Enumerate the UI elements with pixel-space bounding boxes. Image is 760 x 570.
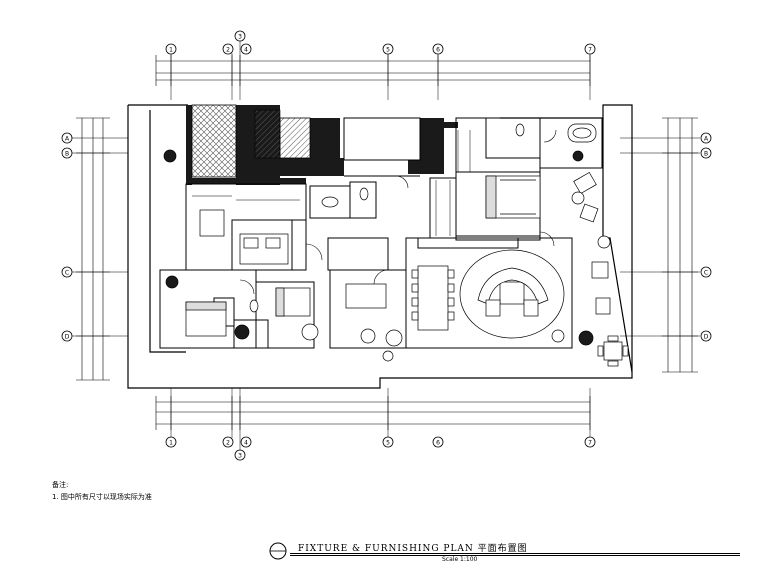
axis-bubble-top-4 [240, 43, 252, 55]
title-marker-icon [269, 542, 287, 560]
axis-bubble-top-5 [382, 43, 394, 55]
dining-chairs [411, 269, 455, 321]
axis-label-top-3: 3 [238, 34, 242, 41]
axis-bubble-bottom-2 [222, 436, 234, 448]
plan-scale: Scale 1:100 [442, 556, 478, 563]
notes-title: 备注: [52, 481, 69, 489]
axis-leaders [72, 40, 700, 450]
axis-label-top-5: 5 [386, 47, 390, 54]
service-shaft [279, 117, 311, 159]
lounge-chair-1 [591, 261, 609, 279]
axis-bubble-top-1 [165, 43, 177, 55]
axis-label-right-4: D [704, 334, 709, 341]
axis-label-top-7: 7 [588, 47, 592, 54]
axis-bubble-top-2 [222, 43, 234, 55]
axis-bubble-right-d [700, 330, 712, 342]
left-dimension-chain [76, 117, 110, 381]
dining-table [417, 265, 449, 331]
axis-label-right-3: C [704, 270, 708, 277]
interior-partitions [159, 117, 603, 349]
axis-label-right-1: A [704, 136, 709, 143]
axis-bubble-bottom-7 [584, 436, 596, 448]
axis-label-top-1: 1 [169, 47, 173, 54]
shaft-2 [254, 109, 281, 159]
plan-title: FIXTURE & FURNISHING PLAN 平面布置图 [298, 544, 528, 554]
axis-bubble-top-6 [432, 43, 444, 55]
axis-label-bottom-3: 3 [238, 453, 242, 460]
top-dimension-chain [155, 55, 591, 86]
axis-bubble-left-d [61, 330, 73, 342]
axis-label-top-2: 2 [226, 47, 230, 54]
furniture [163, 123, 629, 367]
axis-label-top-6: 6 [436, 47, 440, 54]
lounge-chair-2 [595, 297, 611, 315]
kitchen-island [199, 209, 225, 237]
balcony-table [603, 341, 623, 361]
axis-bubble-bottom-3 [234, 449, 246, 461]
axis-label-bottom-7: 7 [588, 440, 592, 447]
axis-label-bottom-4: 4 [244, 440, 248, 447]
notes-body: 1. 图中所有尺寸以现场实际为准 [52, 493, 152, 501]
title-underline [290, 553, 740, 554]
right-dimension-chain [662, 117, 698, 373]
axis-bubble-right-b [700, 147, 712, 159]
armchair-1 [573, 171, 597, 195]
stair-core [191, 104, 237, 178]
axis-label-bottom-6: 6 [436, 440, 440, 447]
armchair-2 [579, 203, 599, 223]
axis-bubble-bottom-4 [240, 436, 252, 448]
axis-bubble-right-c [700, 266, 712, 278]
axis-label-bottom-2: 2 [226, 440, 230, 447]
axis-bubble-bottom-6 [432, 436, 444, 448]
study-desk [345, 283, 387, 309]
axis-label-left-4: D [65, 334, 70, 341]
axis-bubble-right-a [700, 132, 712, 144]
axis-bubble-left-b [61, 147, 73, 159]
axis-bubbles [61, 30, 712, 461]
coffee-table [499, 281, 525, 305]
title-underline-thin [290, 555, 740, 556]
axis-label-bottom-5: 5 [386, 440, 390, 447]
axis-label-top-4: 4 [244, 47, 248, 54]
axis-label-bottom-1: 1 [169, 440, 173, 447]
axis-bubble-bottom-1 [165, 436, 177, 448]
axis-bubble-bottom-5 [382, 436, 394, 448]
axis-bubble-left-c [61, 266, 73, 278]
wardrobes [192, 130, 471, 236]
axis-label-left-2: B [65, 151, 69, 158]
bottom-dimension-chain [155, 396, 591, 430]
axis-bubble-left-a [61, 132, 73, 144]
axis-label-left-1: A [65, 136, 70, 143]
door-swings [239, 129, 557, 295]
axis-bubble-top-3 [234, 30, 246, 42]
axis-label-left-3: C [65, 270, 69, 277]
axis-label-right-2: B [704, 151, 708, 158]
axis-bubble-top-7 [584, 43, 596, 55]
